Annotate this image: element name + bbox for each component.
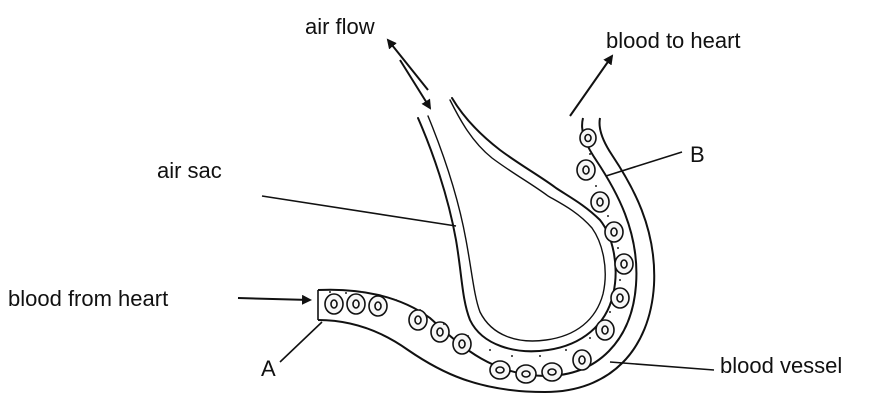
label-air-sac: air sac (157, 160, 222, 182)
air-sac-leader (262, 196, 456, 226)
blood-to-heart-arrow (570, 56, 612, 116)
label-air-flow: air flow (305, 16, 375, 38)
label-a: A (261, 358, 276, 380)
air-flow-arrow-out (388, 40, 428, 90)
blood-vessel-leader (610, 362, 714, 370)
label-blood-to-heart: blood to heart (606, 30, 741, 52)
blood-from-heart-arrow (238, 298, 310, 300)
label-b: B (690, 144, 705, 166)
label-blood-vessel: blood vessel (720, 355, 842, 377)
a-leader (280, 322, 322, 362)
tissue-texture (329, 153, 621, 357)
label-blood-from-heart: blood from heart (8, 288, 168, 310)
blood-cells (325, 129, 633, 383)
air-flow-arrow-in (400, 60, 430, 108)
